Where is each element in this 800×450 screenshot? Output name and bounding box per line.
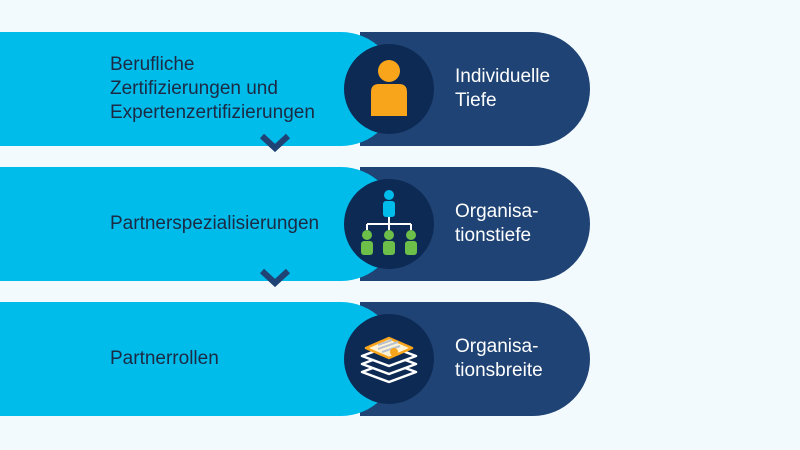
tier-main-band [0, 167, 398, 281]
tier-side-label: Organisa- tionstiefe [455, 201, 539, 246]
stacked-documents-icon [344, 314, 434, 404]
chevron-down-icon [259, 133, 291, 153]
tier-label: Partnerspezialisierungen [110, 213, 320, 234]
tier-main-band [0, 302, 398, 416]
person-icon [344, 44, 434, 134]
tier-main-band [0, 32, 398, 146]
tier-label: Berufliche Zertifizierungen und Experten… [110, 54, 315, 123]
tier-row-roles: Partnerrollen Organisa- tionsbreite [0, 302, 590, 416]
tier-label: Partnerrollen [110, 348, 219, 369]
org-hierarchy-icon [344, 179, 434, 269]
tier-side-label: Individuelle Tiefe [455, 66, 551, 111]
chevron-down-icon [259, 268, 291, 288]
tier-row-specializations: Partnerspezialisierungen Organisa- tions… [0, 167, 590, 281]
tier-row-certifications: Berufliche Zertifizierungen und Experten… [0, 32, 590, 146]
tier-side-label: Organisa- tionsbreite [455, 336, 543, 381]
